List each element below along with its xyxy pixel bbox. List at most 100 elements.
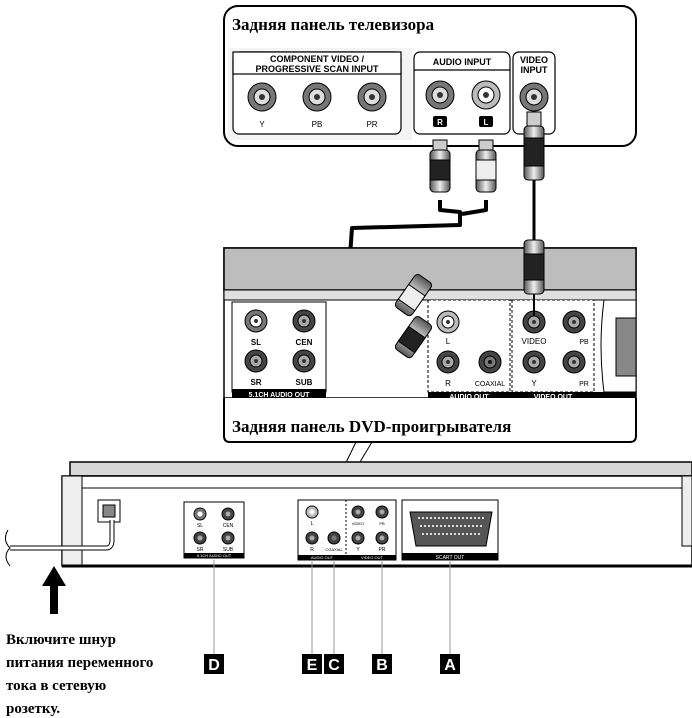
scart-connector-partial bbox=[600, 299, 637, 393]
component-label-line1: COMPONENT VIDEO / bbox=[270, 54, 365, 64]
callout-a: A bbox=[440, 654, 460, 674]
callout-lines bbox=[213, 560, 451, 654]
tv-rear-panel: Задняя панель телевизора COMPONENT VIDEO… bbox=[223, 5, 637, 147]
jack-y-out-label: Y bbox=[531, 379, 537, 388]
dvd-panel-title: Задняя панель DVD-проигрывателя bbox=[232, 417, 511, 436]
jack-audio-l-label: L bbox=[484, 118, 489, 127]
svg-text:B: B bbox=[376, 657, 388, 674]
player-51-block: SL CEN SR SUB 5.1CH AUDIO OUT bbox=[183, 501, 245, 559]
small-jack-y-label: Y bbox=[356, 547, 360, 553]
small-video-label: VIDEO OUT bbox=[361, 555, 384, 560]
video-input-group: VIDEO INPUT bbox=[512, 51, 556, 135]
power-note-line1: Включите шнур bbox=[6, 632, 116, 648]
callout-d: D bbox=[204, 654, 224, 674]
jack-sr bbox=[244, 349, 268, 373]
dvd-player-body: SL CEN SR SUB 5.1CH AUDIO OUT L R COAXIA… bbox=[4, 461, 692, 568]
jack-y bbox=[247, 82, 277, 112]
jack-y-out bbox=[522, 350, 546, 374]
jack-sr-label: SR bbox=[250, 378, 261, 387]
power-note-line4: розетку. bbox=[6, 701, 60, 717]
plug-audio-l-top bbox=[475, 139, 497, 193]
jack-sl bbox=[244, 309, 268, 333]
power-inlet bbox=[97, 499, 121, 523]
plug-video-top bbox=[523, 111, 545, 181]
jack-cen bbox=[292, 309, 316, 333]
small-51-label: 5.1CH AUDIO OUT bbox=[197, 553, 232, 558]
power-cord bbox=[4, 520, 115, 567]
small-jack-sl bbox=[193, 507, 207, 521]
plug-audio-out-l bbox=[394, 274, 433, 317]
small-jack-pr-label: PR bbox=[379, 547, 386, 553]
jack-audio-r bbox=[425, 80, 455, 110]
jack-audio-out-l bbox=[436, 310, 460, 334]
small-jack-cen-label: CEN bbox=[223, 523, 234, 529]
jack-pb-out-label: PB bbox=[579, 339, 589, 346]
video-input-label-line2: INPUT bbox=[521, 65, 549, 75]
jack-audio-out-r bbox=[436, 350, 460, 374]
power-arrow bbox=[42, 566, 66, 614]
plug-audio-r-top bbox=[429, 139, 451, 193]
scart-label: SCART OUT bbox=[436, 555, 465, 561]
small-jack-sl-label: SL bbox=[197, 523, 203, 529]
small-jack-audio-r bbox=[305, 531, 319, 545]
component-video-input-group: COMPONENT VIDEO / PROGRESSIVE SCAN INPUT… bbox=[232, 51, 402, 135]
ch51-audio-out-block: SL CEN SR SUB 5.1CH AUDIO OUT bbox=[231, 301, 327, 399]
jack-video-in bbox=[519, 82, 549, 112]
callout-c: C bbox=[324, 654, 344, 674]
jack-coaxial-label: COAXIAL bbox=[475, 381, 505, 388]
video-out-block: VIDEO PB Y PR bbox=[511, 299, 595, 393]
component-label-line2: PROGRESSIVE SCAN INPUT bbox=[255, 64, 379, 74]
player-audio-video-block: L R COAXIAL VIDEO PB Y PR AUDIO OUT VIDE… bbox=[297, 499, 397, 561]
small-jack-y bbox=[351, 531, 365, 545]
power-note: Включите шнур питания переменного тока в… bbox=[6, 632, 153, 717]
small-jack-video-label: VIDEO bbox=[352, 521, 364, 526]
audio-input-label: AUDIO INPUT bbox=[433, 57, 492, 67]
scart-connector: SCART OUT bbox=[401, 499, 499, 561]
callout-b: B bbox=[372, 654, 392, 674]
plug-audio-out-r bbox=[394, 316, 433, 359]
jack-pb bbox=[302, 82, 332, 112]
small-jack-sr bbox=[193, 531, 207, 545]
small-jack-sub bbox=[221, 531, 235, 545]
small-jack-pr bbox=[375, 531, 389, 545]
callout-e: E bbox=[302, 654, 322, 674]
small-jack-video bbox=[351, 505, 365, 519]
jack-sub-label: SUB bbox=[296, 378, 313, 387]
small-audio-label: AUDIO OUT bbox=[311, 555, 334, 560]
small-jack-audio-l bbox=[305, 505, 319, 519]
tv-panel-title: Задняя панель телевизора bbox=[232, 15, 435, 34]
small-jack-audio-l-label: L bbox=[311, 521, 314, 527]
small-jack-coaxial bbox=[327, 531, 341, 545]
small-jack-coaxial-label: COAXIAL bbox=[325, 547, 343, 552]
audio-input-group: AUDIO INPUT R L bbox=[413, 51, 511, 135]
jack-pb-out bbox=[562, 310, 586, 334]
svg-text:C: C bbox=[328, 657, 340, 674]
jack-audio-l bbox=[471, 80, 501, 110]
dvd-panel-caption: Задняя панель DVD-проигрывателя bbox=[223, 398, 637, 443]
dvd-rear-panel-zoom: SL CEN SR SUB 5.1CH AUDIO OUT L R COAXIA… bbox=[223, 247, 637, 401]
jack-pb-label: PB bbox=[312, 120, 323, 129]
svg-text:D: D bbox=[208, 657, 220, 674]
small-jack-pb-label: PB bbox=[379, 521, 385, 526]
jack-sub bbox=[292, 349, 316, 373]
ch51-label: 5.1CH AUDIO OUT bbox=[249, 392, 311, 399]
svg-text:E: E bbox=[307, 657, 318, 674]
audio-out-label: AUDIO OUT bbox=[449, 394, 489, 401]
jack-sl-label: SL bbox=[251, 338, 261, 347]
power-note-line2: питания переменного bbox=[6, 655, 153, 671]
video-out-label: VIDEO OUT bbox=[534, 394, 573, 401]
jack-audio-out-r-label: R bbox=[445, 379, 451, 388]
jack-audio-r-label: R bbox=[437, 118, 443, 127]
jack-pr-out bbox=[562, 350, 586, 374]
audio-out-block: L R COAXIAL bbox=[427, 299, 511, 393]
svg-text:A: A bbox=[444, 657, 456, 674]
small-jack-audio-r-label: R bbox=[310, 547, 314, 553]
jack-cen-label: CEN bbox=[296, 338, 313, 347]
video-input-label-line1: VIDEO bbox=[520, 55, 548, 65]
jack-pr bbox=[357, 82, 387, 112]
small-jack-cen bbox=[221, 507, 235, 521]
small-jack-sr-label: SR bbox=[197, 547, 204, 553]
jack-coaxial bbox=[478, 350, 502, 374]
jack-audio-out-l-label: L bbox=[446, 337, 451, 346]
